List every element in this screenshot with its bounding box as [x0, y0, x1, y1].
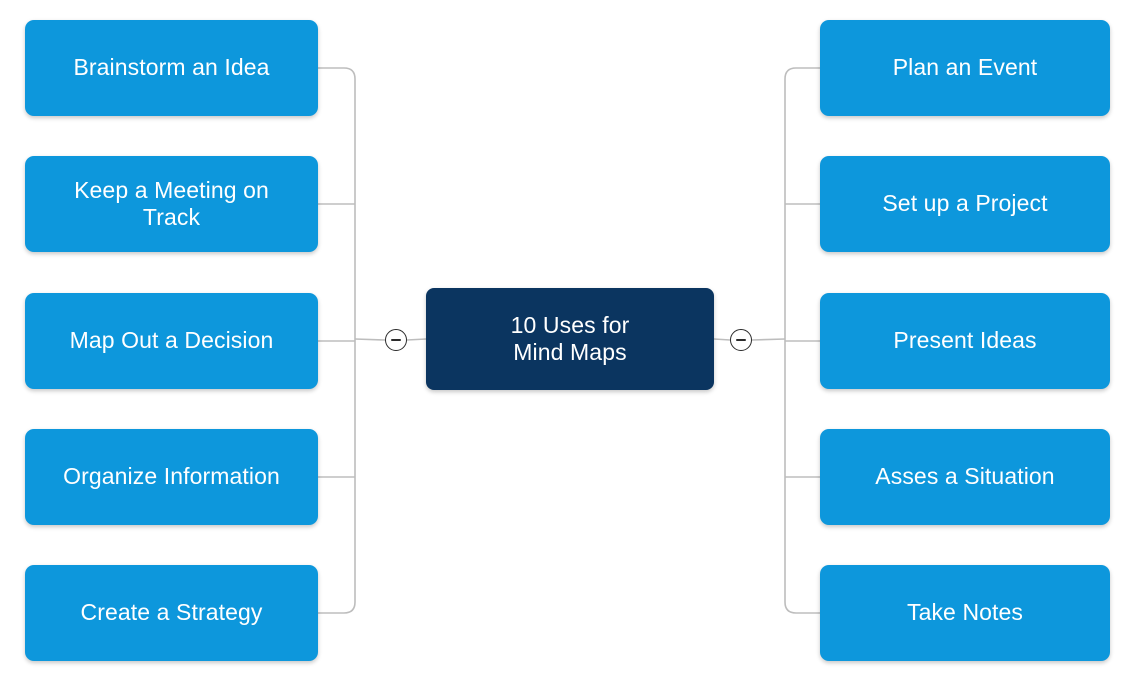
left-branch-node-1[interactable]: Brainstorm an Idea	[25, 20, 318, 116]
left-branch-node-1-label: Brainstorm an Idea	[73, 54, 270, 81]
right-branch-node-5[interactable]: Take Notes	[820, 565, 1110, 661]
right-branch-node-3[interactable]: Present Ideas	[820, 293, 1110, 389]
left-branch-node-2-label: Keep a Meeting on Track	[74, 176, 269, 230]
left-branch-node-3-label: Map Out a Decision	[69, 327, 274, 354]
right-branch-spine-to-toggle	[751, 338, 786, 341]
left-branch-node-3[interactable]: Map Out a Decision	[25, 293, 318, 389]
root-node[interactable]: 10 Uses for Mind Maps	[426, 288, 714, 390]
left-branch-node-5-label: Create a Strategy	[80, 599, 263, 626]
right-branch-spine	[784, 67, 797, 614]
minus-icon	[391, 338, 401, 342]
left-branch-spine-to-toggle	[354, 338, 386, 341]
left-branch-toggle-to-root	[406, 338, 427, 341]
root-node-label: 10 Uses for Mind Maps	[510, 311, 630, 365]
collapse-right-branch-toggle[interactable]	[730, 329, 752, 351]
left-branch-node-2[interactable]: Keep a Meeting on Track	[25, 156, 318, 252]
right-branch-node-1-label: Plan an Event	[892, 54, 1038, 81]
right-branch-node-2-label: Set up a Project	[882, 190, 1048, 217]
right-branch-node-1[interactable]: Plan an Event	[820, 20, 1110, 116]
left-branch-node-4[interactable]: Organize Information	[25, 429, 318, 525]
right-branch-node-2[interactable]: Set up a Project	[820, 156, 1110, 252]
collapse-left-branch-toggle[interactable]	[385, 329, 407, 351]
left-branch-spine	[343, 67, 356, 614]
minus-icon	[736, 338, 746, 342]
left-branch-node-4-label: Organize Information	[63, 463, 280, 490]
right-branch-node-3-label: Present Ideas	[893, 327, 1037, 354]
right-branch-node-4-label: Asses a Situation	[875, 463, 1055, 490]
right-branch-node-4[interactable]: Asses a Situation	[820, 429, 1110, 525]
right-branch-toggle-to-root	[713, 338, 731, 341]
right-branch-node-5-label: Take Notes	[906, 599, 1024, 626]
left-branch-node-5[interactable]: Create a Strategy	[25, 565, 318, 661]
